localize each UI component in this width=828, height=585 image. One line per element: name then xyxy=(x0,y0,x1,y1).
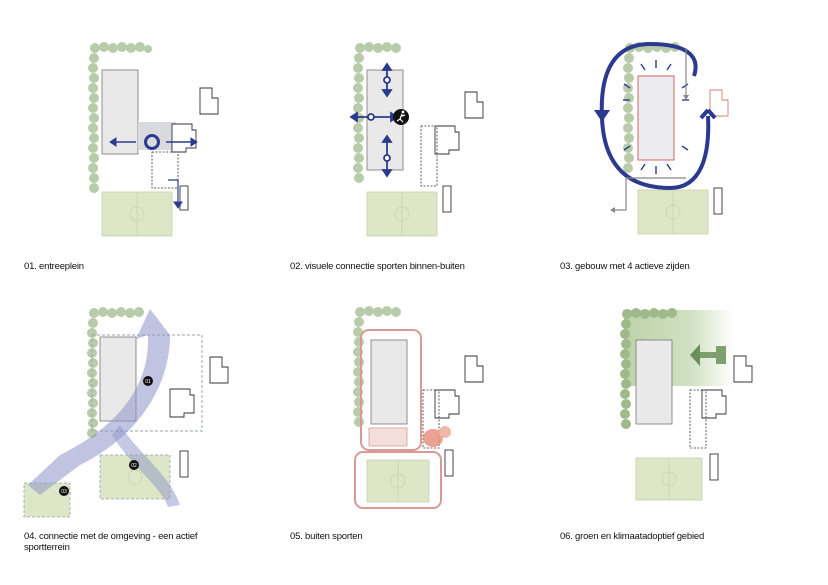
marker-03: 03 xyxy=(59,486,69,496)
house xyxy=(709,89,729,117)
marker-02: 02 xyxy=(129,460,139,470)
house xyxy=(464,355,484,383)
football-field xyxy=(637,189,709,235)
panel-03 xyxy=(590,38,740,238)
dashed-plot xyxy=(151,151,179,189)
dashed-plot xyxy=(689,389,707,449)
house xyxy=(701,389,727,419)
grey-route xyxy=(614,177,686,211)
site-plan-03 xyxy=(594,42,729,235)
flow-arrow xyxy=(112,425,180,507)
panel-02 xyxy=(345,40,495,240)
tree-row xyxy=(87,307,144,438)
dashed-plot xyxy=(422,389,440,449)
house xyxy=(199,87,219,115)
football-field xyxy=(635,457,703,501)
green-arrowhead xyxy=(690,344,700,366)
sports-hall xyxy=(370,339,408,425)
site-plan-01 xyxy=(88,42,219,237)
loop-arrowhead xyxy=(699,108,717,120)
marker-label: 01 xyxy=(145,379,151,385)
tree-row xyxy=(88,42,152,193)
panel-06 xyxy=(610,300,760,510)
site-plan-06 xyxy=(620,308,753,501)
loop-arrow xyxy=(599,42,711,191)
small-building xyxy=(444,449,454,477)
tree-row xyxy=(353,42,401,183)
house xyxy=(464,91,484,119)
outdoor-sport-zone xyxy=(360,329,422,451)
play-spot xyxy=(439,426,451,438)
sports-hall xyxy=(635,339,673,425)
site-plan-04: 01 02 03 xyxy=(23,307,229,518)
small-building xyxy=(179,185,189,211)
active-side-rays xyxy=(623,60,689,174)
house xyxy=(209,356,229,384)
green-arrow xyxy=(698,346,726,364)
sports-hall xyxy=(637,75,675,161)
panel-01 xyxy=(80,40,230,240)
site-plan-02 xyxy=(349,42,484,237)
panel-05 xyxy=(345,300,495,510)
small-building xyxy=(442,185,452,213)
marker-label: 03 xyxy=(61,489,67,495)
small-building xyxy=(179,450,189,478)
play-spot xyxy=(423,429,443,447)
site-plan-05 xyxy=(353,306,484,509)
house xyxy=(434,389,460,419)
blue-arrows xyxy=(109,134,198,209)
football-field xyxy=(366,459,430,503)
dashed-plot xyxy=(420,125,438,187)
court xyxy=(368,427,408,447)
caption-06: 06. groen en klimaatadoptief gebied xyxy=(560,531,705,542)
house xyxy=(171,123,197,153)
small-building xyxy=(709,453,719,481)
caption-03: 03. gebouw met 4 actieve zijden xyxy=(560,261,690,272)
football-field xyxy=(101,191,173,237)
small-building xyxy=(713,187,723,215)
sport-player-icon xyxy=(393,109,409,125)
sports-hall xyxy=(101,69,139,155)
loop-arrowhead xyxy=(594,110,610,122)
outdoor-sport-zone xyxy=(354,451,442,509)
marker-01: 01 xyxy=(143,376,153,386)
football-field xyxy=(366,191,438,237)
caption-05: 05. buiten sporten xyxy=(290,531,363,542)
house xyxy=(733,355,753,383)
flow-arrow xyxy=(28,309,170,495)
caption-02: 02. visuele connectie sporten binnen-bui… xyxy=(290,261,465,272)
house xyxy=(434,125,460,155)
caption-01: 01. entreeplein xyxy=(24,261,84,272)
caption-04: 04. connectie met de omgeving - een acti… xyxy=(24,531,198,553)
tree-row xyxy=(620,308,677,429)
panel-04: 01 02 03 xyxy=(20,295,240,525)
marker-label: 02 xyxy=(131,463,137,469)
house xyxy=(169,388,195,418)
view-arrows xyxy=(349,62,399,178)
